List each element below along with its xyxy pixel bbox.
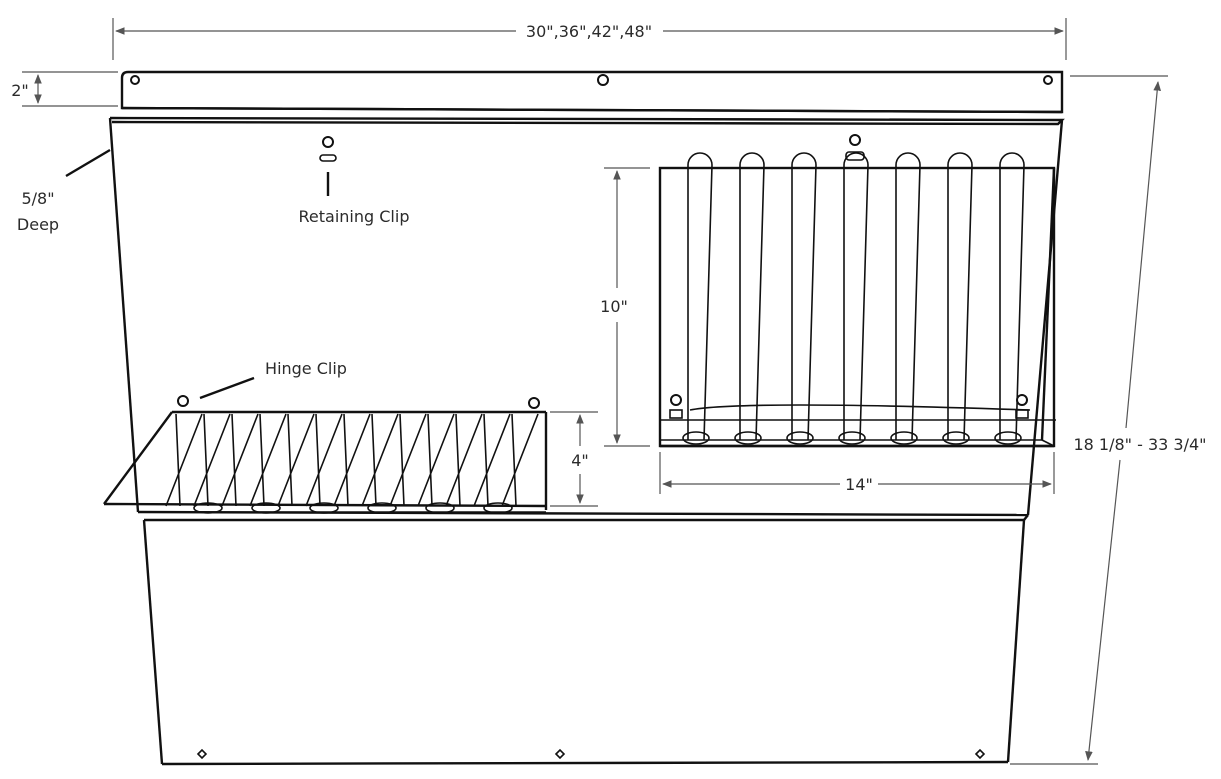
rack-wire	[305, 413, 343, 507]
lower-rack-height-dimension	[550, 411, 598, 507]
rack-wire	[687, 152, 713, 441]
rack-wire	[895, 152, 921, 441]
lip-height-label: 2"	[11, 81, 29, 100]
hinge-clip-right	[528, 397, 540, 409]
lower-rack-height-label: 4"	[571, 451, 589, 470]
wire-bend	[425, 502, 455, 514]
lower-rack-wires	[165, 413, 539, 514]
rack-wire	[389, 413, 427, 507]
depth-word-label: Deep	[17, 215, 59, 234]
depth-leader	[65, 148, 111, 178]
wire-bend	[942, 431, 970, 445]
retaining-clip-label: Retaining Clip	[299, 207, 410, 226]
lower-door-panel	[142, 519, 1026, 766]
rack-wire	[333, 413, 371, 507]
upper-rack-height-label: 10"	[600, 297, 628, 316]
depth-value-label: 5/8"	[21, 189, 54, 208]
hinge-clip-label: Hinge Clip	[265, 359, 347, 378]
wire-bend	[890, 431, 918, 445]
rack-wire	[791, 152, 817, 441]
wire-bend	[838, 431, 866, 445]
lip-hole-left	[130, 75, 140, 85]
wire-bend	[994, 431, 1022, 445]
rack-wire	[445, 413, 483, 507]
upper-rack	[658, 134, 1056, 448]
wire-bend	[786, 431, 814, 445]
wire-bend	[309, 502, 339, 514]
rack-wire	[501, 413, 539, 507]
rack-wire	[221, 413, 259, 507]
rack-width-dimension	[659, 452, 1055, 494]
wire-bend	[367, 502, 397, 514]
door-screws	[196, 748, 986, 760]
top-lip	[120, 70, 1064, 114]
wire-bend	[734, 431, 762, 445]
rack-wire	[999, 152, 1025, 441]
overall-height-dimension	[1010, 75, 1168, 765]
lip-height-dimension	[22, 71, 118, 107]
width-dimension	[112, 18, 1067, 60]
rack-width-label: 14"	[845, 475, 873, 494]
width-label: 30",36",42",48"	[526, 22, 652, 41]
rack-wire	[417, 413, 455, 507]
wire-bend	[682, 431, 710, 445]
rack-wire	[473, 413, 511, 507]
lip-hole-right	[1043, 75, 1053, 85]
wire-bend	[483, 502, 513, 514]
overall-height-label: 18 1/8" - 33 3/4"	[1073, 435, 1206, 454]
rack-wire	[277, 413, 315, 507]
rack-wire	[361, 413, 399, 507]
rack-wire	[843, 152, 869, 441]
retaining-clip	[319, 136, 337, 196]
rack-wire	[739, 152, 765, 441]
wire-bend	[251, 502, 281, 514]
rack-wire	[947, 152, 973, 441]
rack-wire	[193, 413, 231, 507]
hinge-clip-left	[177, 395, 189, 407]
rack-wire	[249, 413, 287, 507]
lip-hole-center	[597, 74, 609, 86]
upper-rack-height-dimension	[604, 167, 650, 447]
rack-wire	[165, 413, 203, 507]
upper-rack-wires	[682, 152, 1025, 445]
wire-bend	[193, 502, 223, 514]
lower-rack	[103, 376, 548, 514]
